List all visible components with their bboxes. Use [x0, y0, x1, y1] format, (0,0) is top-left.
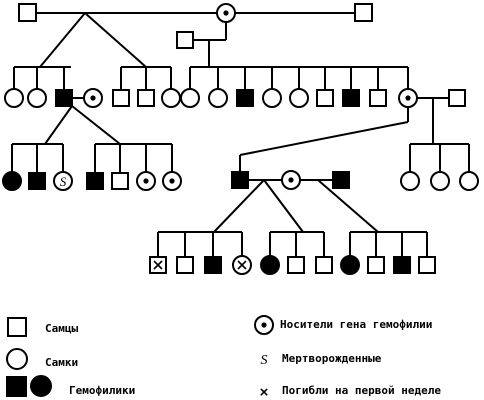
legend-carrier-dot — [261, 322, 267, 328]
male-symbol — [316, 89, 334, 107]
male-symbol — [111, 172, 129, 190]
legend-male-icon — [7, 317, 27, 337]
legend-label-died-first-week: Погибли на первой неделе — [282, 384, 441, 397]
legend-label-females: Самки — [45, 356, 79, 369]
sibship-left — [4, 66, 73, 108]
male-symbol — [354, 3, 373, 22]
sibship-gen3-right — [400, 143, 479, 191]
female-symbol — [262, 88, 282, 108]
sibship-right — [180, 66, 418, 108]
female-symbol — [400, 171, 420, 191]
legend-label-carriers: Носители гена гемофилии — [280, 318, 433, 331]
descent-lines-1 — [39, 12, 227, 68]
descent-lines-2 — [44, 98, 434, 172]
hemophiliac-male-symbol — [236, 89, 254, 107]
hemophiliac-male-symbol — [393, 256, 411, 274]
hemophiliac-male-symbol — [342, 89, 360, 107]
female-symbol — [161, 88, 181, 108]
male-symbol — [287, 256, 305, 274]
female-symbol — [430, 171, 450, 191]
generation-1 — [18, 3, 373, 23]
hemophiliac-female-symbol — [260, 255, 280, 275]
legend-label-hemophiliacs: Гемофилики — [69, 384, 136, 397]
hemophiliac-male-symbol — [55, 89, 73, 107]
female-symbol — [459, 171, 479, 191]
carrier-dot — [223, 10, 229, 16]
male-symbol — [18, 3, 37, 22]
legend-hemophiliac-male-icon — [6, 376, 27, 397]
legend-stillborn-icon: S — [261, 353, 268, 368]
carrier-dot — [143, 178, 149, 184]
hemophiliac-male-symbol — [28, 172, 46, 190]
died-mark — [153, 260, 163, 270]
legend-female-icon — [6, 348, 28, 370]
hemophiliac-male-symbol — [332, 171, 350, 189]
female-symbol — [289, 88, 309, 108]
male-symbol — [176, 31, 194, 49]
sibship-gen4-right — [340, 231, 436, 275]
died-mark — [237, 260, 247, 270]
male-symbol — [176, 256, 194, 274]
carrier-dot — [90, 95, 96, 101]
descent-lines-3 — [213, 179, 379, 233]
sibship-gen4-middle — [260, 231, 333, 275]
female-symbol — [27, 88, 47, 108]
legend-label-stillborn: Мертворожденные — [282, 352, 382, 365]
carrier-dot — [169, 178, 175, 184]
female-symbol — [208, 88, 228, 108]
legend: S × — [6, 315, 274, 400]
hemophiliac-male-symbol — [231, 171, 249, 189]
mating-gen3-center — [231, 170, 350, 190]
legend-hemophiliac-female-icon — [30, 375, 52, 397]
hemophiliac-male-symbol — [86, 172, 104, 190]
male-symbol — [137, 89, 155, 107]
stillborn-mark: S — [60, 174, 67, 189]
hemophiliac-male-symbol — [204, 256, 222, 274]
male-symbol — [369, 89, 387, 107]
legend-died-icon: × — [260, 384, 269, 400]
male-symbol — [315, 256, 333, 274]
sibship-gen3-left: S — [2, 143, 73, 191]
female-symbol — [4, 88, 24, 108]
male-symbol — [418, 256, 436, 274]
sibship-middle — [112, 66, 181, 108]
carrier-dot — [288, 177, 294, 183]
female-symbol — [180, 88, 200, 108]
carrier-dot — [405, 95, 411, 101]
stillborn-female-symbol — [53, 171, 73, 191]
sibship-gen4-left — [149, 231, 252, 275]
hemophiliac-female-symbol — [2, 171, 22, 191]
sibship-gen3-second — [86, 143, 182, 191]
male-symbol — [367, 256, 385, 274]
male-symbol — [448, 89, 466, 107]
male-symbol — [112, 89, 130, 107]
hemophiliac-female-symbol — [340, 255, 360, 275]
legend-label-males: Самцы — [45, 322, 79, 335]
